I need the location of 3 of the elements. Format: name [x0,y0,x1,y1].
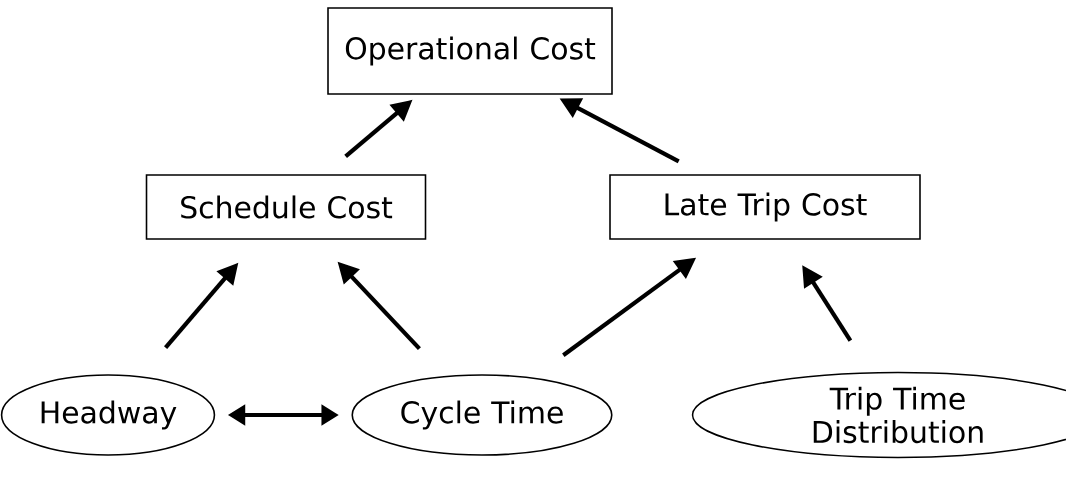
cost-box: Late Trip Cost [609,174,921,240]
cost-box: Schedule Cost [145,174,427,240]
cost-box: Operational Cost [327,7,613,95]
